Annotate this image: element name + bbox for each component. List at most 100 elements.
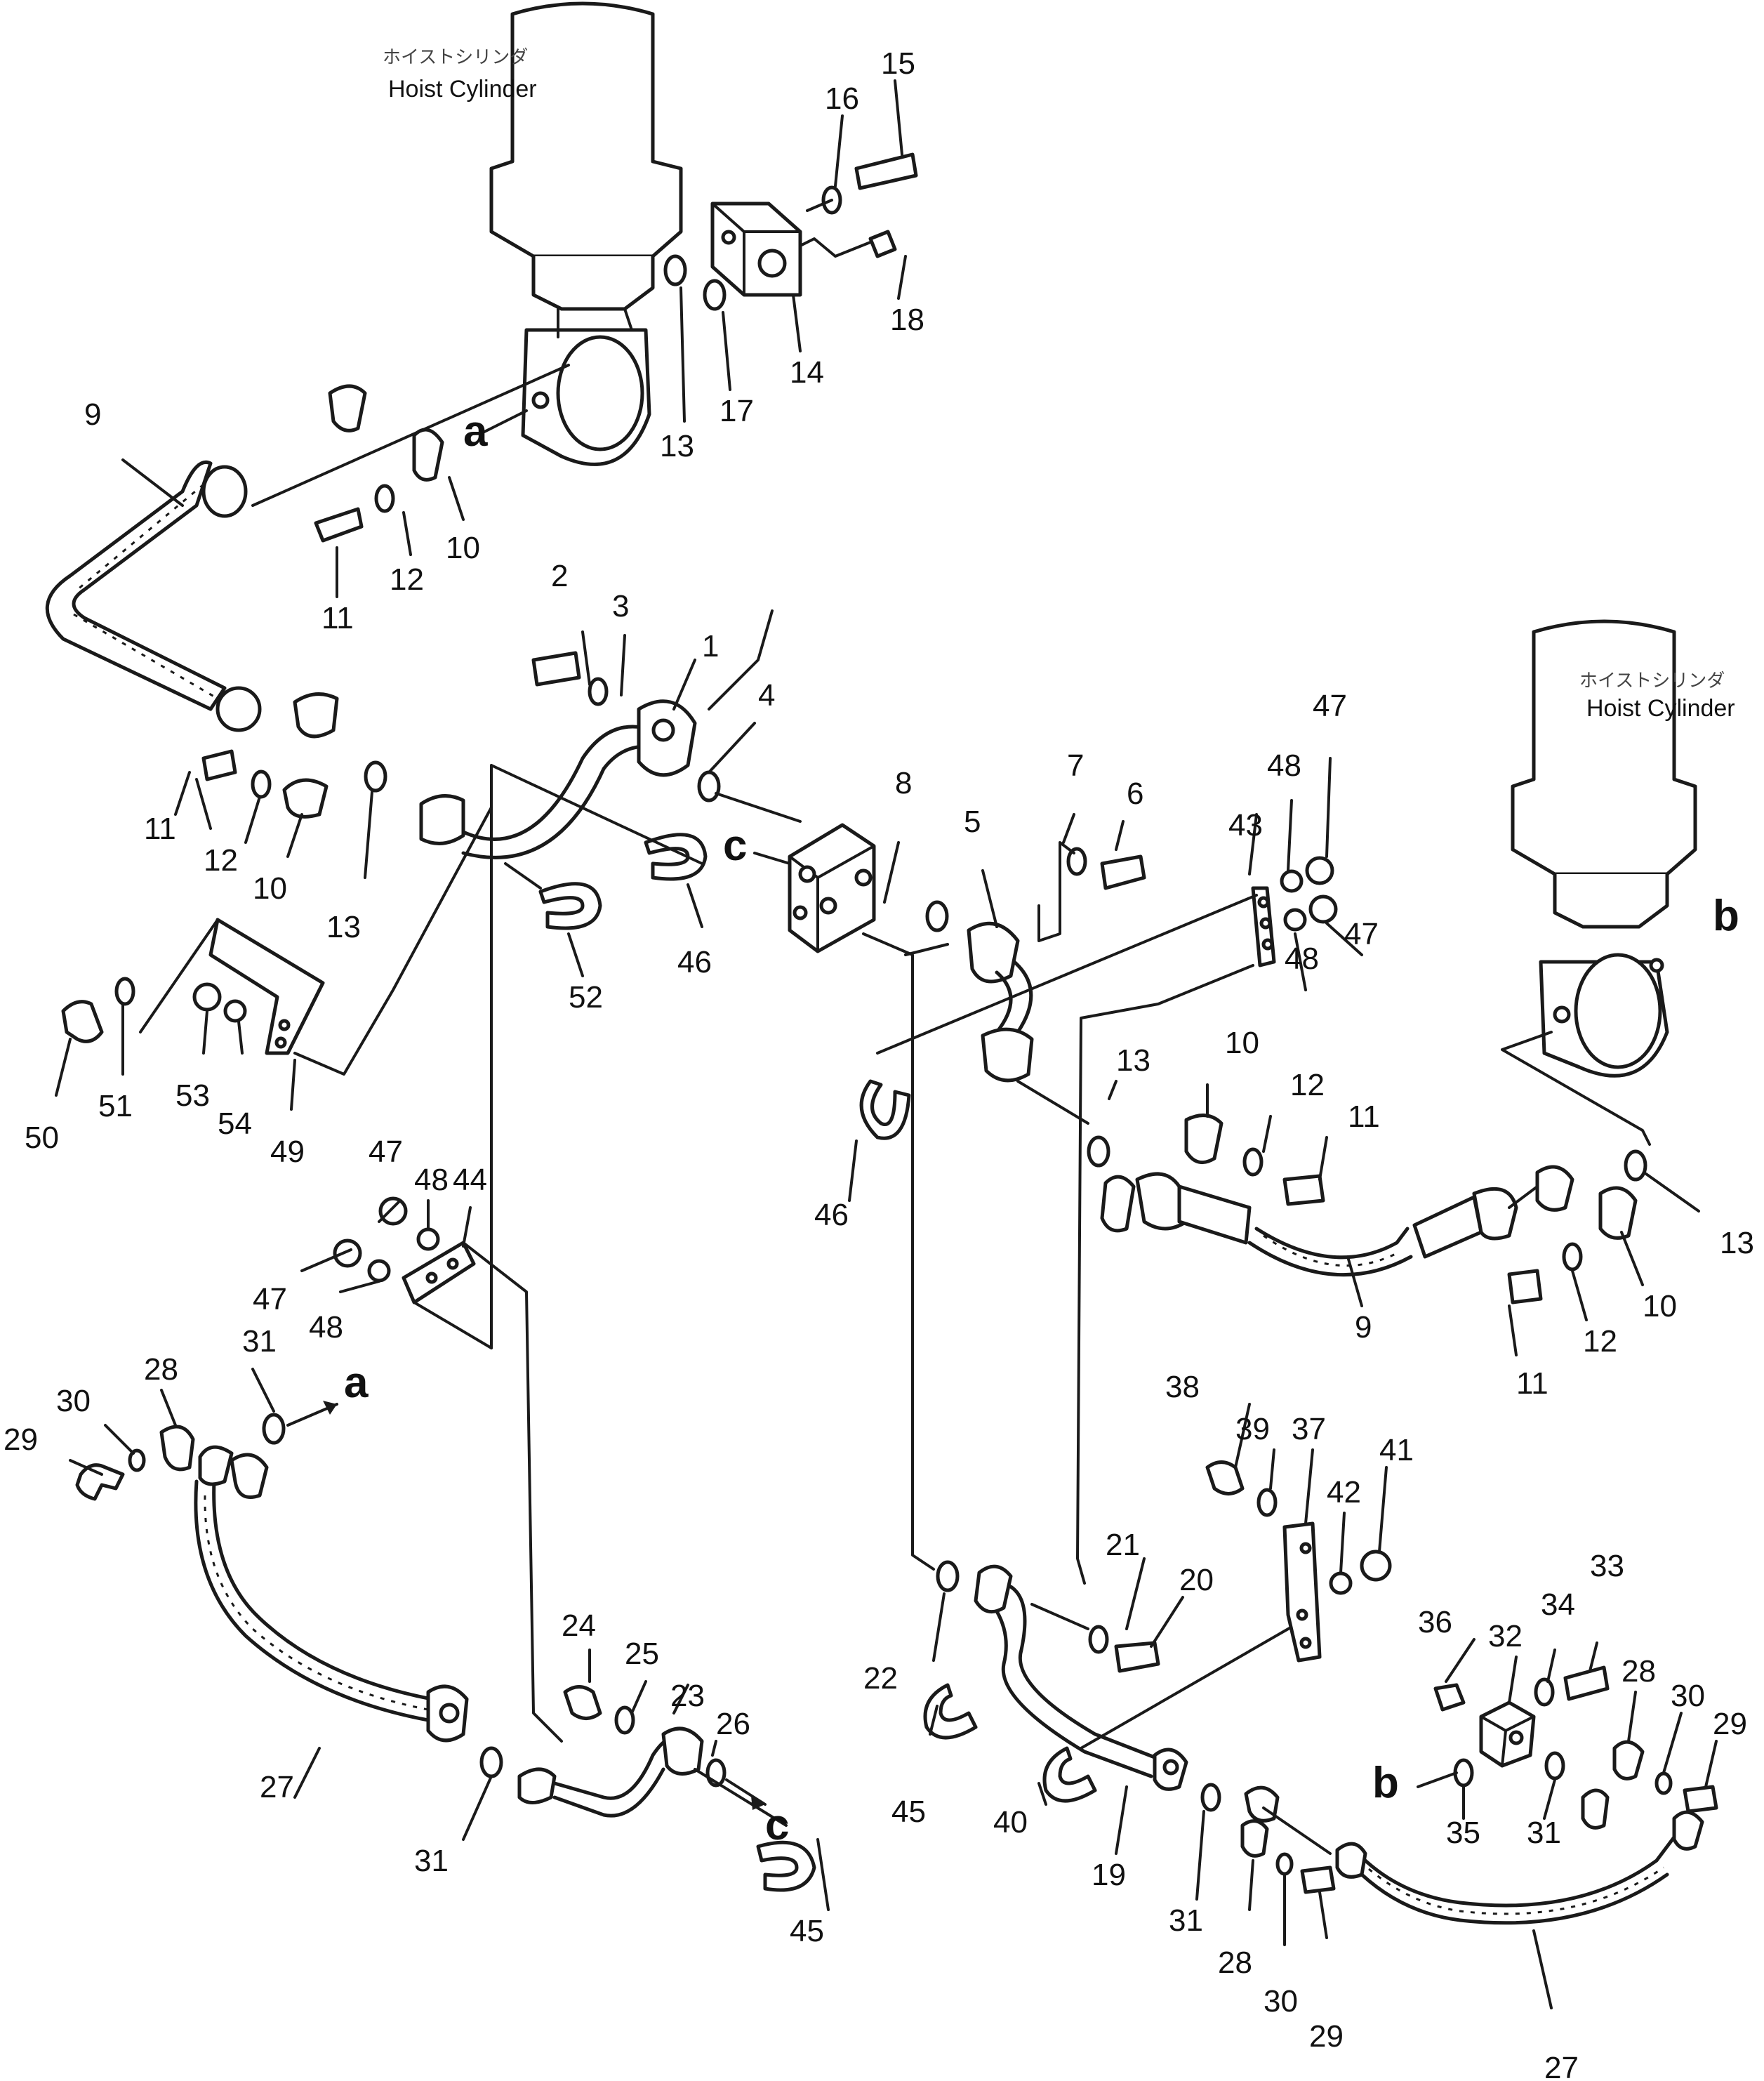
part-number-10-c: 10 — [1225, 1026, 1259, 1060]
part-number-12-c: 12 — [1290, 1068, 1325, 1102]
connection-label-c-lower: c — [765, 1801, 789, 1849]
washer-48-left-a — [416, 1227, 440, 1251]
o-ring-13 — [663, 254, 687, 286]
bolt-38 — [1205, 1460, 1245, 1495]
clamp-28-bottom-b — [1240, 1819, 1269, 1858]
part-number-31-d: 31 — [1527, 1816, 1561, 1850]
connection-labels: a a b b c c — [344, 407, 1739, 1849]
connection-label-b-right: b — [1713, 892, 1739, 940]
o-ring-13-right-b — [1624, 1149, 1647, 1182]
left-hoist-cylinder: ホイストシリンダ Hoist Cylinder — [383, 1, 683, 466]
hose-9-upper — [45, 461, 262, 732]
part-number-48-a: 48 — [1267, 748, 1301, 783]
bolt-6 — [1100, 854, 1146, 890]
plate-44 — [402, 1241, 476, 1304]
part-number-36: 36 — [1418, 1605, 1452, 1639]
part-number-35: 35 — [1446, 1816, 1480, 1850]
block-32 — [1479, 1700, 1536, 1768]
part-number-47-d: 47 — [253, 1282, 287, 1316]
part-number-23: 23 — [670, 1679, 705, 1713]
part-number-5: 5 — [964, 805, 981, 839]
clamp-28-left-b — [230, 1453, 269, 1499]
part-number-18: 18 — [890, 303, 924, 337]
nut-47-right-b — [1308, 894, 1338, 924]
part-number-42: 42 — [1327, 1475, 1361, 1509]
left-cylinder-jp-label: ホイストシリンダ — [383, 47, 528, 68]
part-number-33: 33 — [1590, 1549, 1624, 1583]
part-number-44: 44 — [453, 1163, 487, 1197]
nut-41 — [1360, 1550, 1392, 1582]
part-number-7: 7 — [1067, 748, 1084, 783]
u-bolt-45-right — [923, 1683, 978, 1740]
washer-42 — [1329, 1571, 1353, 1595]
part-number-48-c: 48 — [414, 1163, 449, 1197]
part-number-31-c: 31 — [1169, 1903, 1203, 1938]
nut-53 — [192, 982, 222, 1012]
part-number-6: 6 — [1127, 777, 1143, 811]
part-number-40: 40 — [993, 1805, 1028, 1839]
clamp-28-right — [1612, 1740, 1645, 1781]
part-number-31-b: 31 — [414, 1844, 449, 1878]
part-number-47-a: 47 — [1313, 689, 1347, 723]
part-number-51: 51 — [98, 1089, 133, 1123]
part-number-10-b: 10 — [253, 871, 287, 906]
plate-43 — [1251, 886, 1276, 967]
part-number-13-c: 13 — [1116, 1043, 1150, 1078]
part-number-29-a: 29 — [4, 1422, 38, 1457]
bolt-11-right-a — [1282, 1174, 1325, 1206]
washer-48-left-b — [367, 1259, 391, 1283]
part-number-11-b: 11 — [144, 812, 176, 846]
part-number-12-d: 12 — [1583, 1324, 1617, 1359]
connection-label-b-lower: b — [1372, 1759, 1399, 1807]
part-number-48-b: 48 — [1285, 942, 1319, 976]
washer-30-bottom — [1275, 1852, 1294, 1876]
washer-48-right-a — [1280, 869, 1304, 893]
washer-3 — [588, 677, 609, 706]
washer-12-right-a — [1242, 1147, 1264, 1177]
part-number-50: 50 — [25, 1121, 59, 1155]
part-number-labels: 15 16 18 14 17 13 9 10 12 11 2 3 1 4 11 … — [4, 46, 1754, 2081]
nut-47-left-b — [333, 1238, 362, 1268]
part-number-22: 22 — [863, 1661, 898, 1696]
connection-label-a-top: a — [463, 407, 488, 456]
clamp-10-right-d — [1598, 1186, 1638, 1240]
tube-23 — [517, 1726, 704, 1818]
part-number-19: 19 — [1092, 1858, 1126, 1892]
u-bolt-40 — [1042, 1746, 1097, 1803]
part-number-30-b: 30 — [1264, 1984, 1298, 2019]
tube-1 — [419, 699, 697, 859]
part-number-13-b: 13 — [326, 910, 361, 944]
part-number-34: 34 — [1541, 1587, 1575, 1622]
u-bolt-46-mid — [859, 1079, 911, 1140]
part-number-46-a: 46 — [677, 945, 712, 979]
u-bolt-52 — [538, 882, 602, 930]
arrow-a-lower — [323, 1401, 337, 1415]
bolt-29-right — [1683, 1785, 1718, 1814]
clamp-10-mid — [293, 692, 339, 739]
hose-27-left — [194, 1445, 469, 1743]
part-number-29-b: 29 — [1309, 2019, 1344, 2054]
washer-34 — [1534, 1677, 1555, 1707]
bolt-33 — [1563, 1665, 1610, 1701]
clamp-10-right-c — [1535, 1165, 1574, 1212]
part-number-3: 3 — [612, 589, 629, 623]
nut-47-left-a — [378, 1196, 408, 1226]
part-number-39: 39 — [1235, 1412, 1270, 1446]
part-number-14: 14 — [790, 355, 824, 390]
clamp-28-right-b — [1581, 1788, 1610, 1830]
part-number-29-c: 29 — [1713, 1707, 1747, 1741]
clamp-10-mid-b — [282, 778, 329, 819]
bolt-50 — [61, 1000, 104, 1043]
bolt-11-mid — [201, 749, 237, 781]
bolt-29-left — [75, 1463, 125, 1501]
part-number-31-a: 31 — [242, 1324, 277, 1359]
o-ring-31-bottom-right — [1200, 1783, 1221, 1812]
clamp-10-right-b — [1184, 1114, 1223, 1165]
washer-48-right-b — [1283, 908, 1307, 932]
part-number-10-a: 10 — [446, 531, 480, 565]
part-number-28-b: 28 — [1218, 1945, 1252, 1980]
clamp-10-right-a — [1100, 1175, 1136, 1233]
part-number-24: 24 — [562, 1608, 596, 1643]
part-number-47-c: 47 — [369, 1135, 403, 1169]
